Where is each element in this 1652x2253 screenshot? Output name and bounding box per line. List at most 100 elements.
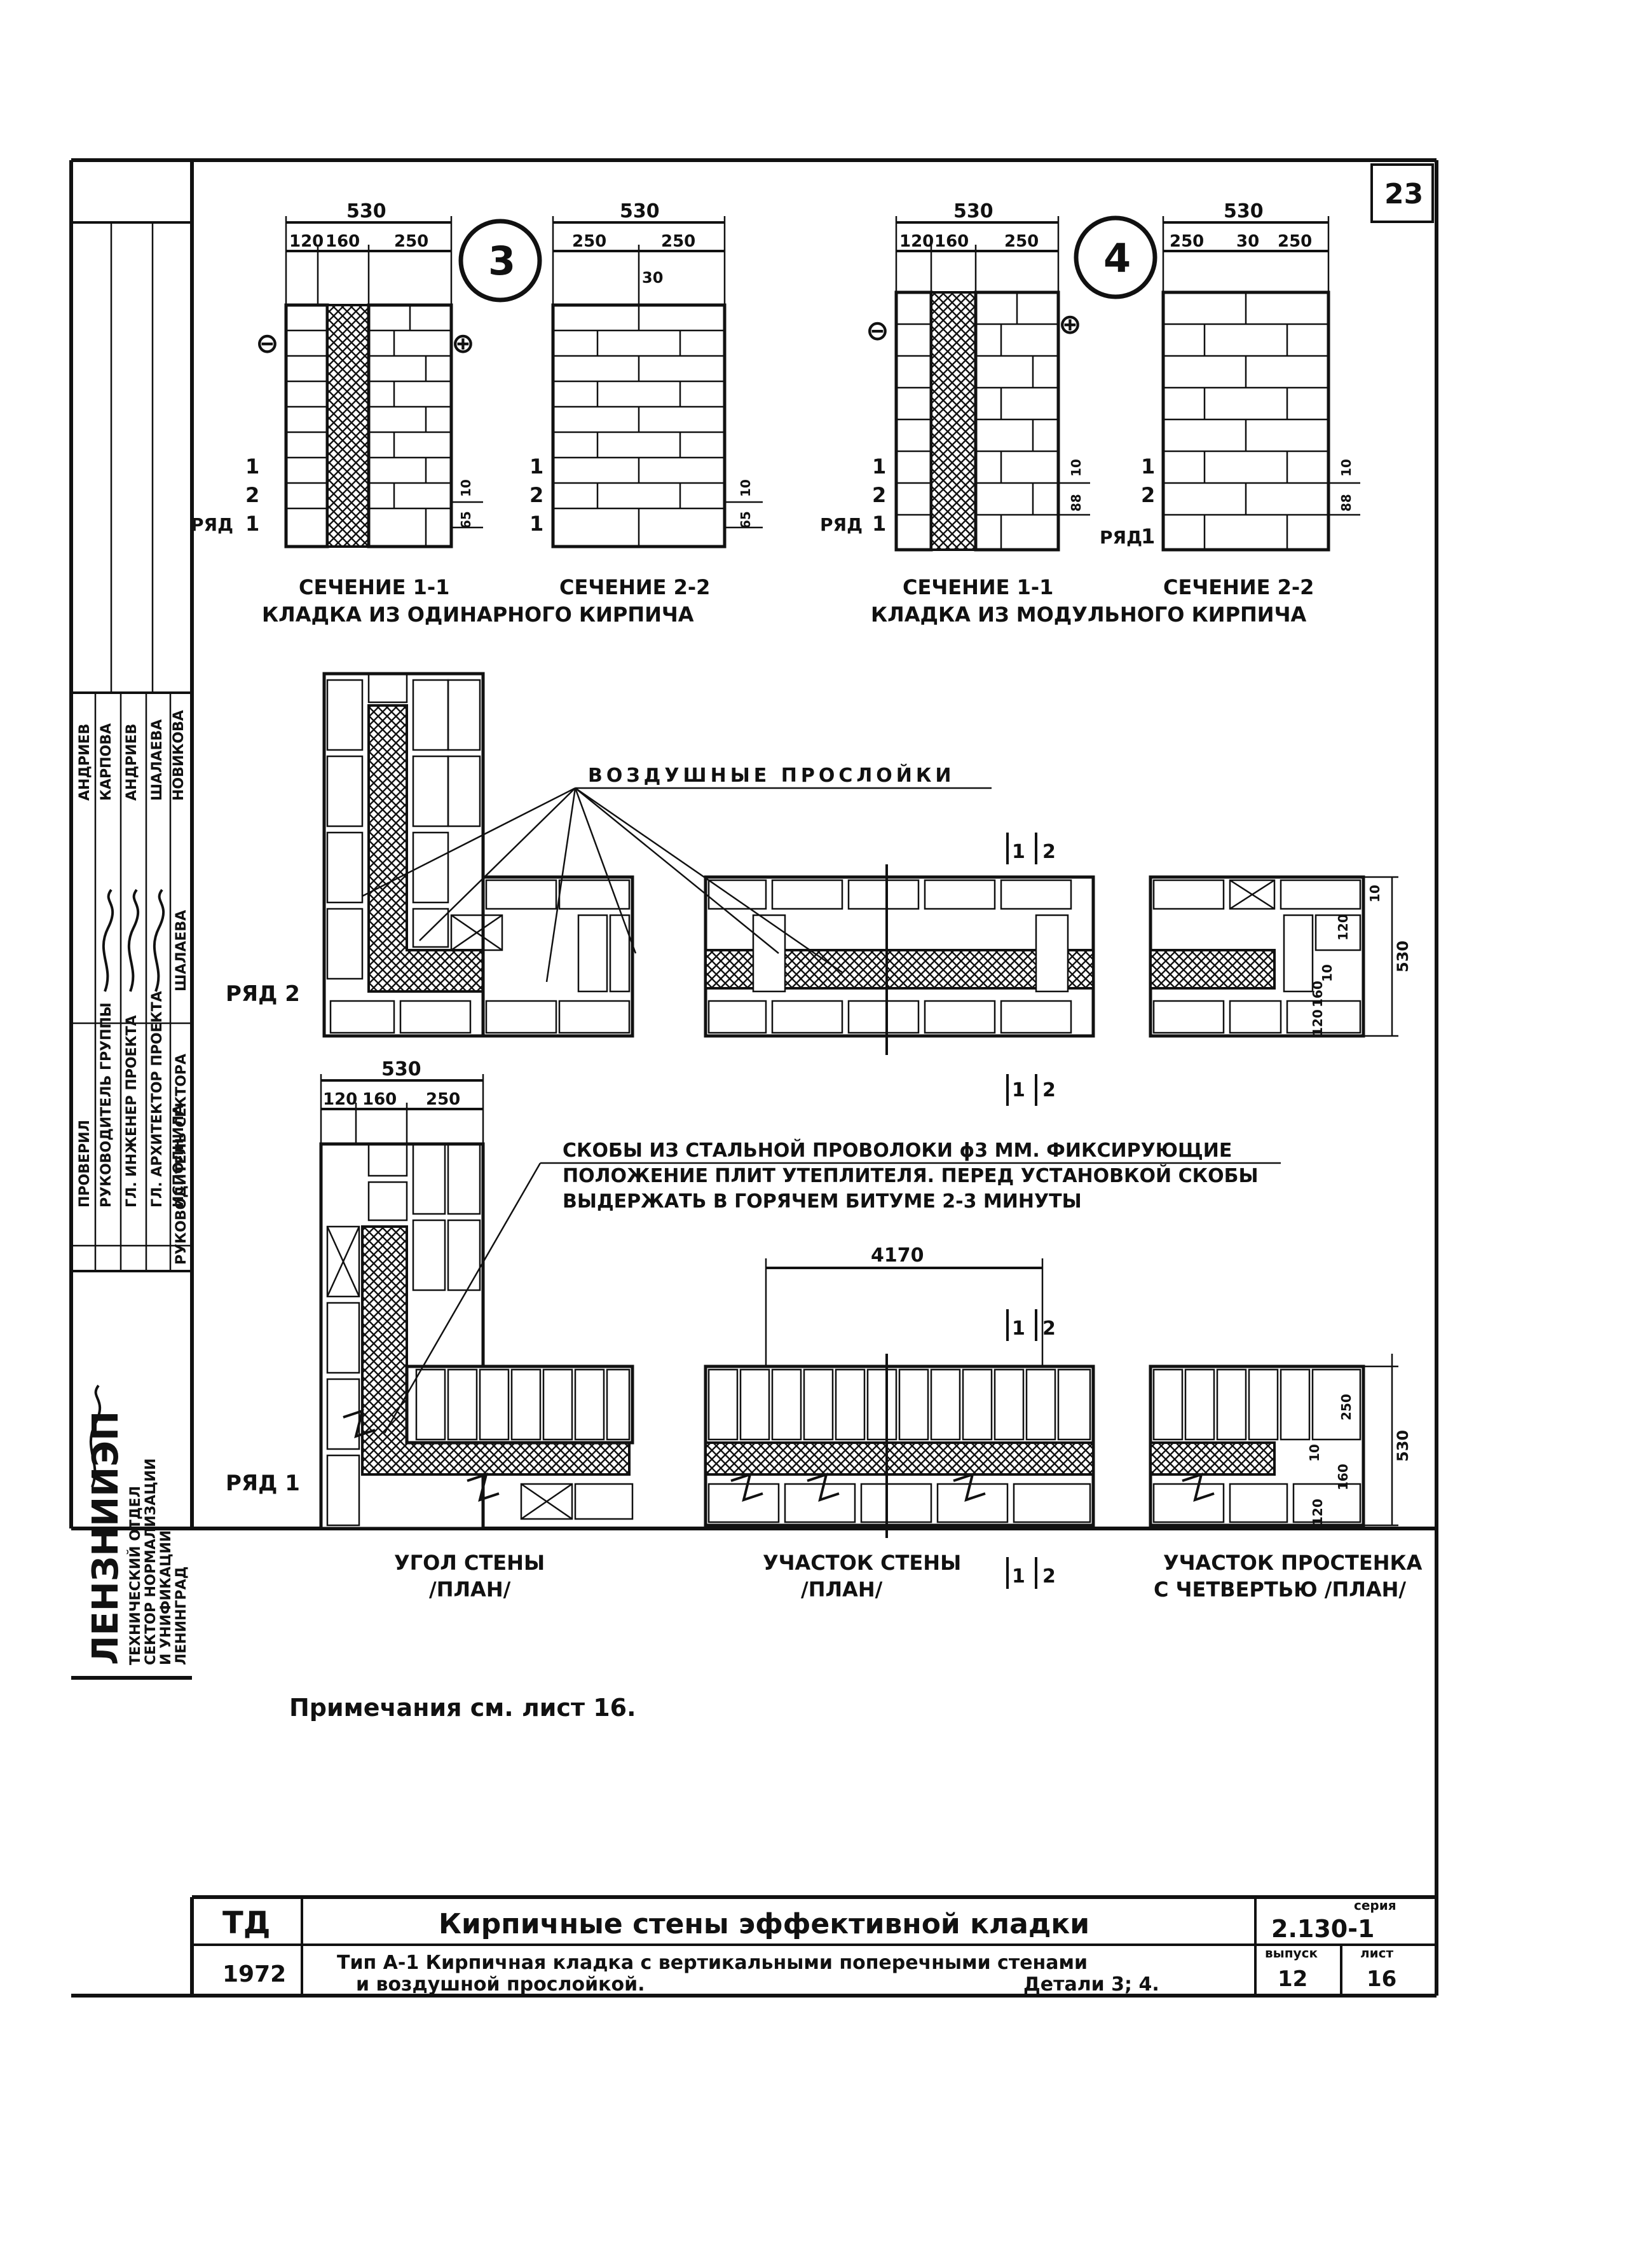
r2-right-dim-530: 530 [1394,941,1412,972]
d4-caption-sec22: СЕЧЕНИЕ 2-2 [1163,575,1314,599]
d3-s11-row-1a: 1 [245,454,259,479]
d4-section-1-1 [894,216,1060,552]
detail-3-circle [458,219,542,303]
r2-right-dim-3: 10 [1320,964,1335,982]
air-gaps-label: ВОЗДУШНЫЕ ПРОСЛОЙКИ [588,764,955,787]
d4-s22-small-dim: 88 [1339,494,1354,512]
d3-s11-row-1b: 1 [245,512,259,536]
d3-s22-mid-dim: 30 [642,269,663,287]
row-2-label: РЯД 2 [226,981,300,1007]
segment-caption-2: /ПЛАН/ [801,1577,883,1602]
d3-s11-minus: ⊖ [256,327,279,360]
d4-s11-row-word: РЯД [820,514,863,535]
staples-note-line-1: СКОБЫ ИЗ СТАЛЬНОЙ ПРОВОЛОКИ ϕ3 ММ. ФИКСИ… [563,1139,1232,1162]
d3-s22-dim-total: 530 [620,200,660,222]
d3-s11-small-dim: 65 [458,511,474,529]
r2-right-dim-4: 160 [1310,981,1325,1007]
row-1-label: РЯД 1 [226,1471,300,1496]
detail-3-label: 3 [488,238,515,284]
d4-s11-row-1b: 1 [872,512,886,536]
org-sub-3: И УНИФИКАЦИИ [158,1530,174,1665]
strip-role-3: ГЛ. ИНЖЕНЕР ПРОЕКТА [124,1015,140,1208]
corner-caption-2: /ПЛАН/ [429,1577,511,1602]
pier-caption-2: С ЧЕТВЕРТЬЮ /ПЛАН/ [1154,1577,1406,1602]
d4-s22-dim-total: 530 [1224,200,1264,222]
tb-year: 1972 [222,1961,286,1987]
strip-name-3: АНДРИЕВ [124,724,140,801]
tb-code: ТД [222,1905,271,1941]
d3-caption-sec11: СЕЧЕНИЕ 1-1 [299,575,449,599]
cut-2-top: 2 [1042,841,1056,863]
cut-2-bottom: 2 [1042,1565,1056,1588]
sheet-number: 23 [1384,178,1423,210]
d4-s22-row-1a: 1 [1141,454,1155,479]
org-sub-2: СЕКТОР НОРМАЛИЗАЦИИ [143,1459,159,1665]
d4-caption-sec11: СЕЧЕНИЕ 1-1 [903,575,1053,599]
r1-right-dim-4: 120 [1310,1499,1325,1525]
d4-s11-plus: ⊕ [1058,308,1082,341]
strip-name-5: НОВИКОВА [171,710,187,801]
d4-s22-row-1b: 1 [1141,524,1155,548]
d4-s22-dim-2: 30 [1236,232,1259,251]
d4-s11-dim-2: 160 [934,232,969,251]
d3-s11-dim-total: 530 [346,200,386,222]
strip-role-5: ИСПОЛНИЛА [171,1105,187,1208]
d3-s11-plus: ⊕ [451,327,475,360]
strip-role-2: ГЛ. АРХИТЕКТОР ПРОЕКТА [149,991,165,1208]
d3-s22-row-1b: 1 [529,512,543,536]
segment-caption-1: УЧАСТОК СТЕНЫ [763,1551,961,1575]
r1-dim-120: 120 [323,1090,357,1109]
d3-s11-small-dim2: 10 [458,479,474,497]
tb-issue-label: выпуск [1265,1945,1318,1961]
tb-series-label: серия [1354,1898,1396,1913]
d4-s22-row-word: РЯД [1100,527,1142,548]
cut-1-r1: 1 [1012,1317,1025,1340]
d4-s22-row-2: 2 [1141,483,1155,507]
d4-s22-dim-3: 250 [1278,232,1312,251]
tb-issue: 12 [1278,1966,1307,1992]
strip-role-4: РУКОВОДИТЕЛЬ ГРУППЫ [99,1002,114,1208]
staples-note-line-3: ВЫДЕРЖАТЬ В ГОРЯЧЕМ БИТУМЕ 2-3 МИНУТЫ [563,1190,1082,1213]
d3-s11-dim-2: 160 [325,232,360,251]
d3-caption-masonry: КЛАДКА ИЗ ОДИНАРНОГО КИРПИЧА [262,602,694,627]
d4-s11-row-1a: 1 [872,454,886,479]
strip-name-4: КАРПОВА [99,723,114,801]
strip-name-2: ШАЛАЕВА [149,719,165,801]
detail-4-label: 4 [1103,235,1131,282]
org-name: ЛЕНЗНИИЭП [85,1411,126,1665]
d4-s11-small-dim2: 10 [1068,459,1084,477]
r1-dim-530: 530 [381,1058,421,1080]
d3-s11-dim-3: 250 [394,232,428,251]
d4-s11-dim-3: 250 [1004,232,1039,251]
tb-title: Кирпичные стены эффективной кладки [439,1908,1089,1940]
d3-section-1-1 [284,216,453,548]
d4-s11-dim-total: 530 [953,200,993,222]
r2-right-dim-5: 120 [1310,1009,1325,1036]
d3-s22-dim-2: 250 [661,232,695,251]
d3-s22-dim-1: 250 [572,232,606,251]
r1-right-dim-2: 10 [1307,1444,1322,1462]
org-sub-4: ЛЕНИНГРАД [174,1567,189,1665]
pier-caption-1: УЧАСТОК ПРОСТЕНКА [1163,1551,1423,1575]
d3-s11-row-word: РЯД [191,514,233,535]
strip-role-1: РУКОВОДИТЕЛЬ СЕКТОРА [174,1054,189,1265]
cut-1-top: 1 [1012,841,1025,863]
strip-name-1: ШАЛАЕВА [174,910,189,991]
tb-subtitle-2: и воздушной прослойкой. [356,1973,645,1996]
d4-s22-small-dim2: 10 [1339,459,1354,477]
tb-subtitle-1: Тип А-1 Кирпичная кладка с вертикальными… [337,1952,1088,1974]
staples-note-line-2: ПОЛОЖЕНИЕ ПЛИТ УТЕПЛИТЕЛЯ. ПЕРЕД УСТАНОВ… [563,1164,1259,1187]
org-sub-1: ТЕХНИЧЕСКИЙ ОТДЕЛ [127,1486,144,1665]
plan-row-1 [319,1074,1398,1538]
d4-s11-small-dim: 88 [1068,494,1084,512]
d4-s22-dim-1: 250 [1170,232,1204,251]
d4-s11-dim-1: 120 [899,232,934,251]
d4-section-2-2 [1161,216,1330,552]
sheet-frame [69,158,1438,1530]
cut-2-r1: 2 [1042,1317,1056,1340]
d3-s22-row-2: 2 [529,483,543,507]
title-block [71,1528,1438,1998]
left-signature-strip [71,221,192,1680]
plan-row-2 [322,672,1398,1055]
